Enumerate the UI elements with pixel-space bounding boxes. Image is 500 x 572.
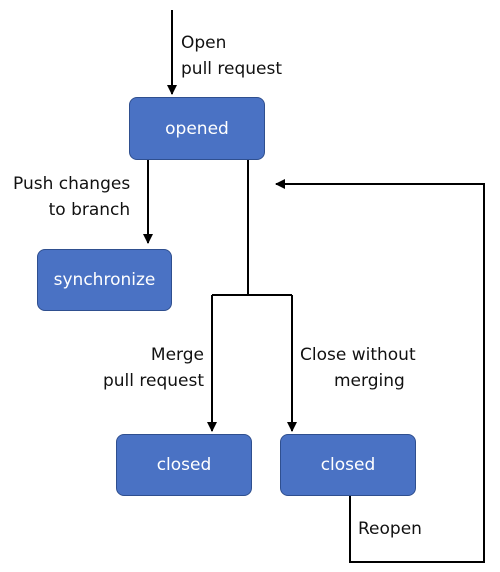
label-push-changes-line1: Push changes — [13, 174, 131, 194]
label-close-without-merging: Close without merging — [300, 342, 416, 394]
label-merge-pull-request-line2: pull request — [102, 371, 204, 391]
node-closed-unmerged: closed — [280, 434, 416, 496]
label-push-changes-line2: to branch — [48, 200, 131, 220]
node-synchronize: synchronize — [37, 249, 172, 311]
label-close-without-merging-line2: merging — [334, 371, 405, 391]
label-push-changes: Push changes to branch — [13, 171, 130, 223]
node-closed-merged: closed — [116, 434, 252, 496]
arrow-reopen — [275, 179, 485, 563]
label-close-without-merging-line1: Close without — [300, 345, 416, 365]
label-open-pull-request-line2: pull request — [181, 59, 283, 79]
label-merge-pull-request-line1: Merge — [150, 345, 204, 365]
node-opened: opened — [129, 97, 265, 160]
label-reopen: Reopen — [358, 516, 422, 542]
label-reopen-line1: Reopen — [358, 519, 422, 539]
label-open-pull-request-line1: Open — [181, 33, 227, 53]
label-merge-pull-request: Merge pull request — [103, 342, 204, 394]
label-open-pull-request: Open pull request — [181, 30, 282, 82]
